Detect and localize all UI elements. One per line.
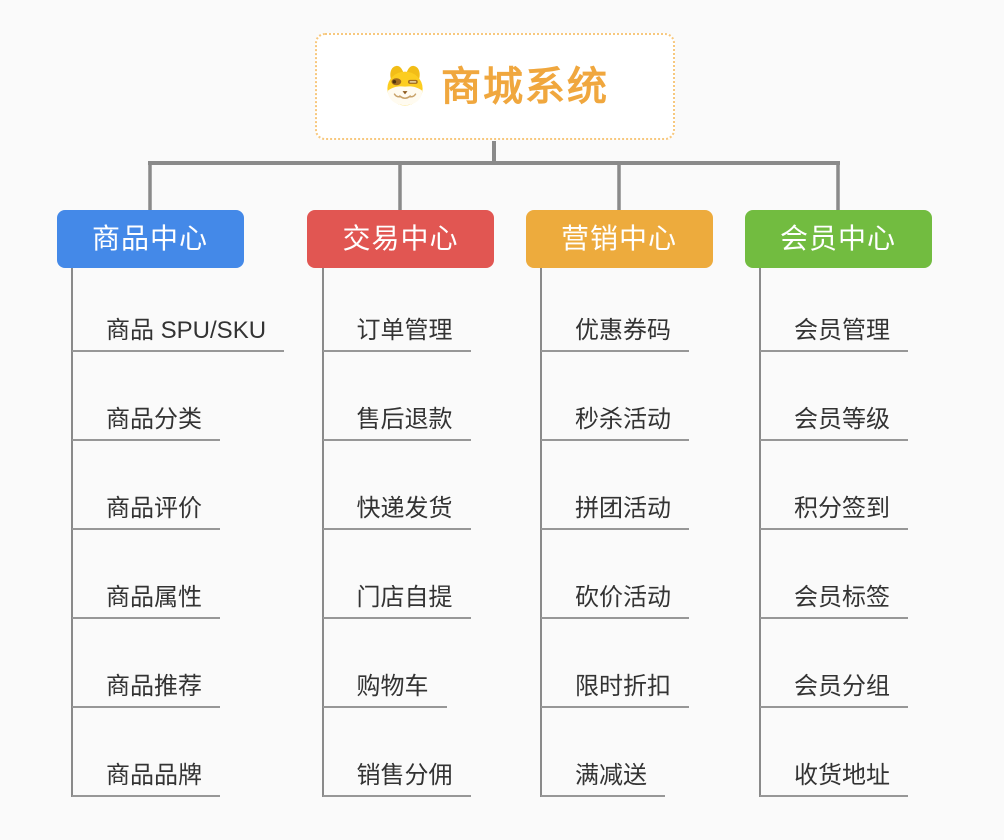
branch-node-1[interactable]: 交易中心 [307, 210, 494, 268]
child-cell: 商品属性 [72, 530, 284, 619]
branch-label: 商品中心 [91, 223, 208, 254]
child-cell: 秒杀活动 [541, 352, 689, 441]
child-node[interactable]: 会员等级 [760, 408, 908, 441]
child-node[interactable]: 商品 SPU/SKU [72, 319, 285, 352]
child-node[interactable]: 会员分组 [760, 675, 908, 708]
child-node[interactable]: 销售分佣 [322, 764, 471, 797]
child-cell: 会员等级 [760, 352, 908, 441]
child-node[interactable]: 快递发货 [322, 497, 471, 530]
child-node[interactable]: 限时折扣 [541, 675, 689, 708]
branch-connector-line [759, 268, 761, 797]
child-cell: 砍价活动 [541, 530, 689, 619]
child-node[interactable]: 收货地址 [760, 764, 908, 797]
branch-children-list: 优惠券码秒杀活动拼团活动砍价活动限时折扣满减送 [541, 263, 689, 797]
branch-connector-line [71, 268, 73, 797]
branch-node-0[interactable]: 商品中心 [56, 210, 244, 268]
child-node[interactable]: 会员管理 [760, 319, 908, 352]
child-node[interactable]: 满减送 [541, 764, 665, 797]
child-cell: 快递发货 [322, 441, 471, 530]
child-node[interactable]: 优惠券码 [541, 319, 689, 352]
child-node[interactable]: 秒杀活动 [541, 408, 689, 441]
child-cell: 商品品牌 [72, 708, 284, 797]
child-cell: 会员标签 [760, 530, 908, 619]
child-cell: 收货地址 [760, 708, 908, 797]
root-title: 商城系统 [441, 64, 609, 109]
child-cell: 销售分佣 [322, 708, 471, 797]
branch-children-list: 会员管理会员等级积分签到会员标签会员分组收货地址 [760, 263, 908, 797]
branch-label: 交易中心 [342, 223, 459, 254]
child-cell: 积分签到 [760, 441, 908, 530]
root-node[interactable]: 商城系统 [315, 33, 675, 140]
child-cell: 商品推荐 [72, 619, 284, 708]
child-node[interactable]: 会员标签 [760, 586, 908, 619]
branch-node-3[interactable]: 会员中心 [744, 210, 932, 268]
child-cell: 限时折扣 [541, 619, 689, 708]
child-cell: 满减送 [541, 708, 689, 797]
branch-label: 营销中心 [560, 223, 677, 254]
child-node[interactable]: 拼团活动 [541, 497, 689, 530]
child-node[interactable]: 商品推荐 [72, 675, 220, 708]
child-node[interactable]: 商品分类 [72, 408, 220, 441]
branch-connector-line [540, 268, 542, 797]
child-cell: 售后退款 [322, 352, 471, 441]
child-cell: 优惠券码 [541, 263, 689, 352]
child-cell: 拼团活动 [541, 441, 689, 530]
child-cell: 商品 SPU/SKU [72, 263, 285, 352]
child-node[interactable]: 售后退款 [322, 408, 471, 441]
child-node[interactable]: 商品评价 [72, 497, 220, 530]
child-node[interactable]: 订单管理 [322, 319, 471, 352]
child-cell: 订单管理 [322, 263, 471, 352]
child-node[interactable]: 商品属性 [72, 586, 220, 619]
child-cell: 商品分类 [72, 352, 284, 441]
branch-label: 会员中心 [779, 223, 896, 254]
child-cell: 商品评价 [72, 441, 284, 530]
child-cell: 门店自提 [322, 530, 471, 619]
branch-connector-line [321, 268, 324, 797]
child-node[interactable]: 门店自提 [322, 586, 471, 619]
child-node[interactable]: 购物车 [322, 675, 447, 708]
branch-children-list: 订单管理售后退款快递发货门店自提购物车销售分佣 [322, 263, 471, 797]
branch-node-2[interactable]: 营销中心 [525, 210, 713, 268]
child-node[interactable]: 积分签到 [760, 497, 908, 530]
child-cell: 会员管理 [760, 263, 908, 352]
branch-children-list: 商品 SPU/SKU 商品分类商品评价商品属性商品推荐商品品牌 [72, 263, 285, 797]
child-node[interactable]: 商品品牌 [72, 764, 220, 797]
child-node[interactable]: 砍价活动 [541, 586, 689, 619]
child-cell: 购物车 [322, 619, 471, 708]
doge-icon [387, 65, 423, 105]
child-cell: 会员分组 [760, 619, 908, 708]
